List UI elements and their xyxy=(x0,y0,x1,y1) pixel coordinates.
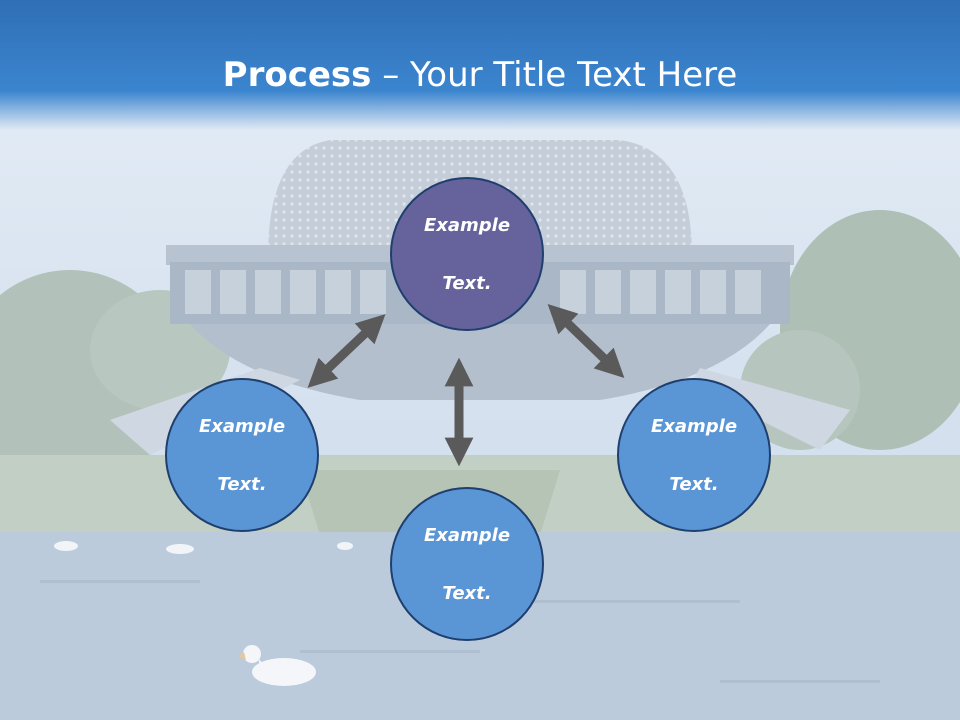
title-bar xyxy=(0,0,960,130)
node-left-line2: Text. xyxy=(217,473,267,495)
title-rest: Your Title Text Here xyxy=(410,55,738,95)
title-dash: – xyxy=(371,55,411,95)
arrow-top-left xyxy=(307,314,386,388)
node-bottom-line1: Example xyxy=(423,524,511,546)
node-right-line1: Example xyxy=(650,415,738,437)
node-top-line1: Example xyxy=(423,214,511,236)
arrow-top-right xyxy=(547,304,625,378)
title-bold: Process xyxy=(222,55,372,95)
node-top-line2: Text. xyxy=(442,272,492,294)
node-right-line2: Text. xyxy=(669,473,719,495)
node-bottom-line2: Text. xyxy=(442,582,492,604)
slide-title: Process – Your Title Text Here xyxy=(0,52,960,98)
node-left-line1: Example xyxy=(198,415,286,437)
